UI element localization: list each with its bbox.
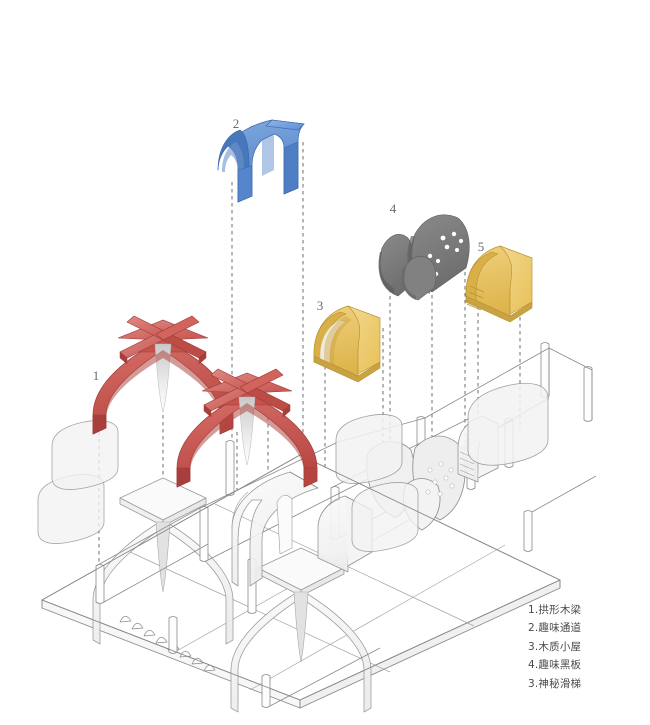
legend: 1.拱形木梁 2.趣味通道 3.木质小屋 4.趣味黑板 3.神秘滑梯 bbox=[528, 601, 632, 694]
callout-numbers: 1 2 3 4 5 bbox=[93, 116, 485, 383]
climbing-hold bbox=[427, 253, 433, 259]
base-structure bbox=[37, 342, 597, 713]
arched-beam-unit-left bbox=[92, 315, 234, 435]
ghost-curved-panels bbox=[37, 382, 549, 552]
legend-item: 3.木质小屋 bbox=[528, 640, 582, 653]
callout-1: 1 bbox=[93, 368, 100, 383]
arched-beam-unit-right bbox=[176, 368, 318, 488]
component-fun-tunnel bbox=[217, 119, 305, 203]
ghost-slide-treads bbox=[459, 451, 475, 477]
ghost-climbing-holds bbox=[425, 461, 455, 497]
callout-5: 5 bbox=[478, 239, 485, 254]
climbing-hold bbox=[435, 258, 441, 264]
ghost-arched-beam-left bbox=[92, 477, 234, 645]
callout-3: 3 bbox=[317, 298, 324, 313]
blackboard-panel-small bbox=[401, 256, 437, 301]
climbing-hold bbox=[440, 235, 446, 241]
component-wooden-cabin bbox=[313, 305, 381, 383]
legend-item: 2.趣味通道 bbox=[528, 622, 582, 634]
legend-item: 1.拱形木梁 bbox=[528, 603, 582, 616]
callout-4: 4 bbox=[390, 201, 397, 216]
component-arched-wood-beams bbox=[92, 315, 318, 488]
legend-item: 4.趣味黑板 bbox=[528, 659, 582, 671]
climbing-hold bbox=[451, 231, 457, 237]
climbing-hold bbox=[444, 244, 450, 250]
legend-item: 3.神秘滑梯 bbox=[528, 677, 582, 690]
ghost-fun-tunnel bbox=[231, 471, 319, 587]
component-fun-blackboard bbox=[378, 214, 470, 301]
climbing-hold bbox=[458, 238, 464, 244]
component-mystery-slide bbox=[465, 245, 533, 323]
climbing-hold bbox=[455, 248, 459, 252]
callout-2: 2 bbox=[233, 116, 240, 131]
base-frame-edges bbox=[41, 454, 561, 708]
